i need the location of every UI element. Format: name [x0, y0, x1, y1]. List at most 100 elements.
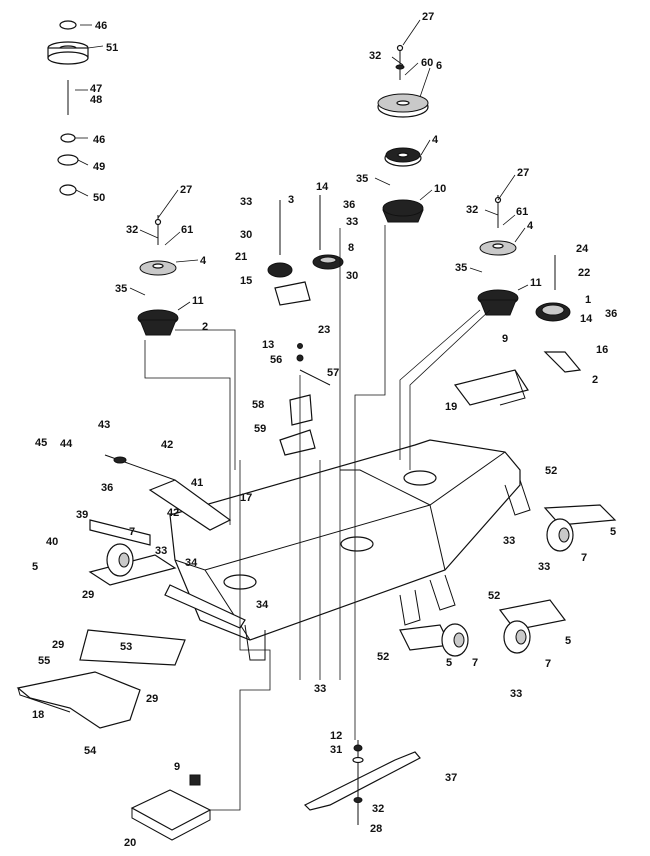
idler-arm-16	[543, 351, 582, 373]
callout-label: 12	[330, 730, 342, 742]
deflector-plate	[79, 629, 186, 666]
callout-label: 30	[346, 270, 358, 282]
callout-label: 1	[585, 294, 591, 306]
callout-label: 16	[596, 344, 608, 356]
callout-label: 39	[76, 509, 88, 521]
callout-label: 33	[240, 196, 252, 208]
callout-label: 32	[369, 50, 381, 62]
callout-label: 51	[106, 42, 118, 54]
callout-label: 32	[126, 224, 138, 236]
callout-label: 7	[545, 658, 551, 670]
callout-label: 9	[502, 333, 508, 345]
gauge-wheel-rear-right	[543, 504, 617, 552]
callout-label: 52	[545, 465, 557, 477]
callout-label: 41	[191, 477, 203, 489]
callout-label: 19	[445, 401, 457, 413]
callout-label: 11	[530, 277, 542, 289]
callout-label: 35	[455, 262, 467, 274]
callout-label: 10	[434, 183, 446, 195]
callout-label: 27	[180, 184, 192, 196]
callout-label: 4	[527, 220, 534, 232]
callout-label: 36	[343, 199, 355, 211]
callout-label: 3	[288, 194, 294, 206]
callout-label: 17	[240, 492, 252, 504]
callout-label: 48	[90, 94, 102, 106]
callout-labels: 46 51 47 48 46 49 50 27 32 60 6 4 35 10 …	[32, 11, 617, 849]
callout-label: 42	[161, 439, 173, 451]
callout-label: 60	[421, 57, 433, 69]
gauge-wheel-front-left	[88, 543, 177, 586]
callout-label: 54	[84, 745, 97, 757]
callout-label: 33	[155, 545, 167, 557]
callout-label: 31	[330, 744, 342, 756]
callout-label: 33	[346, 216, 358, 228]
callout-label: 55	[38, 655, 50, 667]
callout-label: 21	[235, 251, 247, 263]
callout-label: 23	[318, 324, 330, 336]
callout-label: 29	[52, 639, 64, 651]
callout-label: 5	[446, 657, 452, 669]
callout-label: 34	[256, 599, 269, 611]
callout-label: 34	[185, 557, 198, 569]
callout-label: 5	[32, 561, 38, 573]
callout-label: 59	[254, 423, 266, 435]
callout-label: 37	[445, 772, 457, 784]
callout-label: 27	[422, 11, 434, 23]
center-spindle-stack	[377, 44, 429, 223]
callout-label: 4	[200, 255, 207, 267]
chute-bracket-20	[130, 774, 212, 841]
callout-label: 29	[82, 589, 94, 601]
callout-label: 56	[270, 354, 282, 366]
callout-label: 52	[488, 590, 500, 602]
callout-label: 8	[348, 242, 354, 254]
callout-label: 58	[252, 399, 264, 411]
callout-label: 2	[202, 321, 208, 333]
callout-label: 53	[120, 641, 132, 653]
callout-label: 13	[262, 339, 274, 351]
callout-label: 14	[580, 313, 593, 325]
left-spindle-stack	[137, 215, 179, 336]
callout-label: 14	[316, 181, 329, 193]
callout-label: 42	[167, 507, 179, 519]
callout-label: 5	[565, 635, 571, 647]
callout-label: 7	[581, 552, 587, 564]
callout-label: 18	[32, 709, 44, 721]
callout-label: 30	[240, 229, 252, 241]
idler-pulley-right	[535, 255, 571, 322]
callout-label: 33	[503, 535, 515, 547]
discharge-chute	[16, 671, 141, 729]
callout-label: 44	[60, 438, 73, 450]
callout-label: 36	[605, 308, 617, 320]
callout-label: 35	[115, 283, 127, 295]
callout-label: 33	[538, 561, 550, 573]
callout-label: 4	[432, 134, 439, 146]
callout-label: 61	[181, 224, 193, 236]
callout-label: 11	[192, 295, 204, 307]
callout-label: 50	[93, 192, 105, 204]
callout-label: 5	[610, 526, 616, 538]
callout-label: 2	[592, 374, 598, 386]
callout-label: 20	[124, 837, 136, 849]
belt-cover-19	[453, 369, 529, 406]
belt-routing	[144, 225, 491, 811]
spindle-detail-stack	[47, 20, 89, 196]
callout-label: 28	[370, 823, 382, 835]
callout-label: 46	[95, 20, 107, 32]
callout-label: 6	[436, 60, 442, 72]
callout-label: 29	[146, 693, 158, 705]
right-spindle-stack	[477, 195, 519, 316]
callout-label: 32	[372, 803, 384, 815]
callout-label: 46	[93, 134, 105, 146]
callout-label: 57	[327, 367, 339, 379]
callout-label: 24	[576, 243, 589, 255]
callout-label: 49	[93, 161, 105, 173]
callout-label: 45	[35, 437, 47, 449]
callout-label: 47	[90, 83, 102, 95]
callout-label: 7	[472, 657, 478, 669]
callout-label: 9	[174, 761, 180, 773]
callout-label: 61	[516, 206, 528, 218]
mower-deck-shell	[169, 439, 531, 661]
callout-label: 43	[98, 419, 110, 431]
callout-label: 40	[46, 536, 58, 548]
